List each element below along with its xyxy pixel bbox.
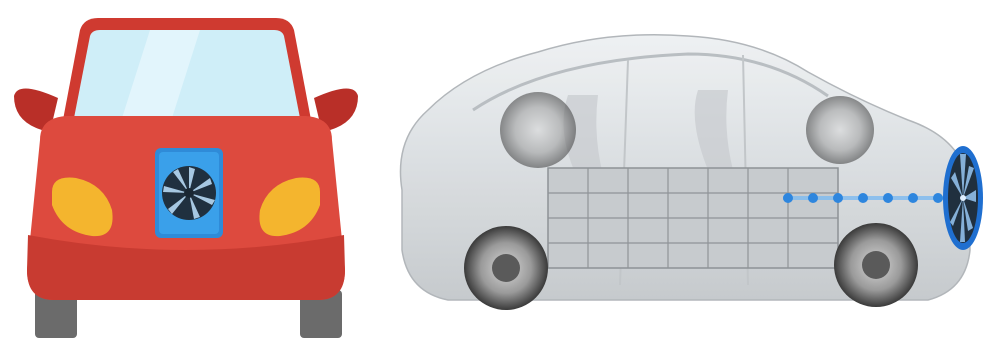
ev-wheel-front-top (806, 96, 874, 164)
front-car-svg (0, 0, 372, 345)
ev-svg (388, 0, 983, 345)
ev-wheel-rear-top (500, 92, 576, 168)
ev-wheel-rear-hub (492, 254, 520, 282)
ev-wheel-front-hub (862, 251, 890, 279)
fan-turbine-icon (943, 146, 983, 250)
transparent-ev-illustration (388, 0, 983, 345)
fan-turbine-icon (155, 148, 223, 238)
front-car-illustration (0, 0, 372, 345)
battery-pack (548, 168, 838, 268)
